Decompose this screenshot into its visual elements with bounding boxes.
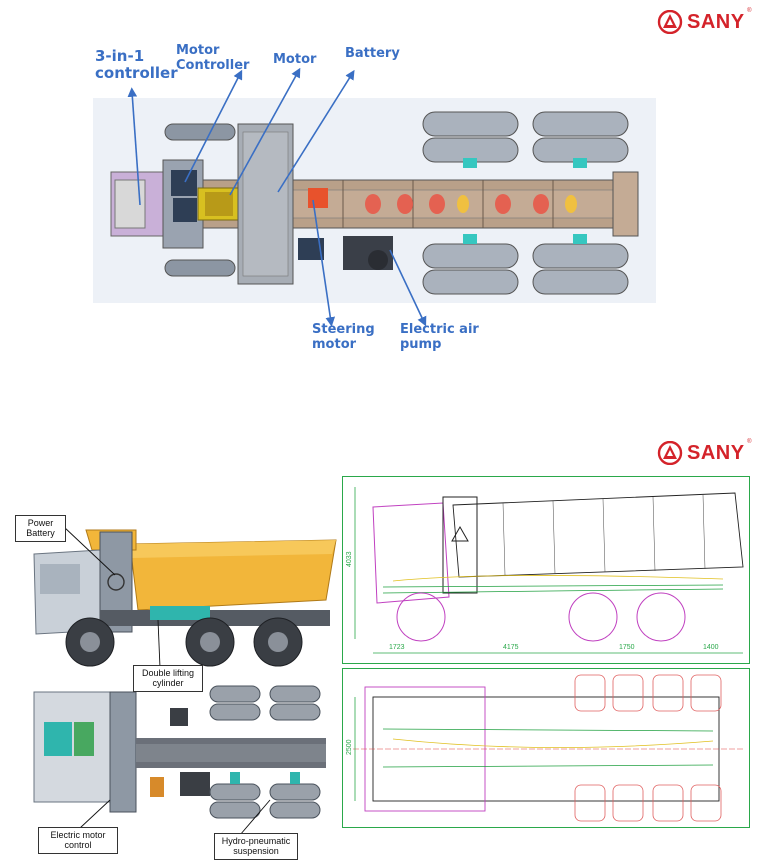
label-3in1-controller: 3-in-1 controller xyxy=(95,47,178,83)
chassis-top-view xyxy=(93,98,656,303)
label-power-battery: Power Battery xyxy=(15,515,66,542)
cad-side-elevation: 4033 1723 4175 1750 1400 xyxy=(342,476,750,664)
label-motor-controller: Motor Controller xyxy=(176,43,250,73)
sany-triangle-icon xyxy=(657,441,683,465)
label-electric-air-pump: Electric air pump xyxy=(400,322,479,352)
brand-reg-mark: ® xyxy=(747,439,752,445)
label-double-lifting-cylinder: Double lifting cylinder xyxy=(133,665,203,692)
truck-side-view xyxy=(20,510,340,675)
sany-triangle-icon xyxy=(657,10,683,34)
label-motor: Motor xyxy=(273,52,317,67)
top-chassis-diagram xyxy=(93,98,656,303)
brand-name: SANY xyxy=(687,441,745,464)
truck-side-render xyxy=(33,529,337,667)
dim-segment-2: 4175 xyxy=(503,644,519,651)
label-electric-motor-control: Electric motor control xyxy=(38,827,118,854)
brand-reg-mark: ® xyxy=(747,8,752,14)
truck-chassis-top-view xyxy=(30,682,330,822)
sany-logo-bottom: SANY ® xyxy=(657,439,752,465)
chassis-render xyxy=(33,685,326,819)
cad-plan-view: 2500 xyxy=(342,668,750,828)
dim-height: 4033 xyxy=(346,551,353,567)
cad-side-drawing: 4033 1723 4175 1750 1400 xyxy=(343,477,749,663)
label-hydro-pneumatic-suspension: Hydro-pneumatic suspension xyxy=(214,833,298,860)
brand-name: SANY xyxy=(687,10,745,33)
dim-segment-3: 1750 xyxy=(619,644,635,651)
label-steering-motor: Steering motor xyxy=(312,322,375,352)
dim-segment-4: 1400 xyxy=(703,644,719,651)
sany-logo-top: SANY ® xyxy=(657,8,752,34)
dim-segment-1: 1723 xyxy=(389,644,405,651)
label-battery: Battery xyxy=(345,46,400,61)
dim-width: 2500 xyxy=(346,739,353,755)
cad-plan-drawing: 2500 xyxy=(343,669,749,827)
